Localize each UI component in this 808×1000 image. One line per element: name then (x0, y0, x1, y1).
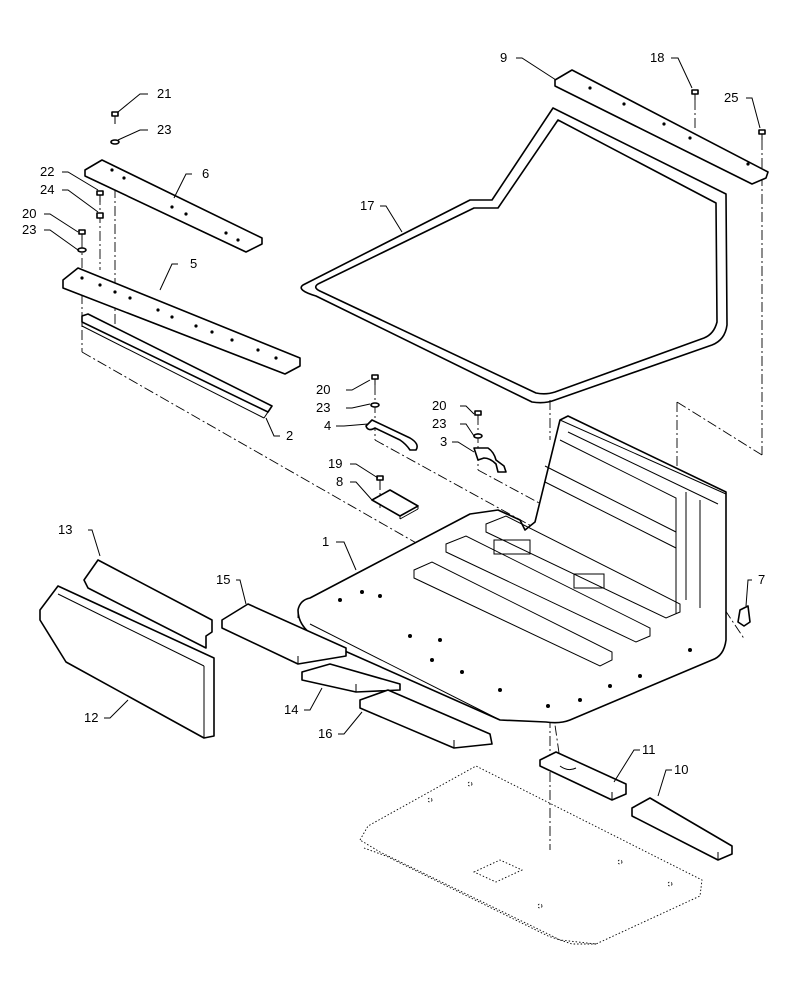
foam-strip-part-15 (221, 603, 347, 665)
callout-21: 21 (157, 86, 171, 101)
callout-23: 23 (22, 222, 36, 237)
callout-3: 3 (440, 434, 447, 449)
callout-14: 14 (284, 702, 298, 717)
cover-plate-part-8 (371, 489, 419, 520)
window-seal-part-17 (300, 107, 728, 404)
angle-strip-part-2 (81, 313, 273, 419)
floor-mat-outline (359, 765, 703, 945)
strip-part-9 (554, 69, 769, 185)
callout-24: 24 (40, 182, 54, 197)
bracket-part-4 (365, 419, 418, 451)
block-part-11 (539, 751, 627, 801)
callout-25: 25 (724, 90, 738, 105)
callout-23: 23 (316, 400, 330, 415)
callout-15: 15 (216, 572, 230, 587)
bolt-21 (111, 111, 119, 124)
callout-16: 16 (318, 726, 332, 741)
callout-leaders (44, 57, 761, 797)
callout-20: 20 (316, 382, 330, 397)
washer-23-upper (110, 139, 120, 145)
callout-4: 4 (324, 418, 331, 433)
washer-23-left (77, 247, 87, 253)
callout-6: 6 (202, 166, 209, 181)
bolt-25 (758, 129, 766, 140)
foam-strip-part-14 (301, 663, 401, 693)
bolt-20-right (474, 410, 482, 420)
callout-8: 8 (336, 474, 343, 489)
callout-7: 7 (758, 572, 765, 587)
callout-13: 13 (58, 522, 72, 537)
strip-part-10 (631, 797, 733, 861)
bolt-20-middle (371, 374, 379, 385)
callout-12: 12 (84, 710, 98, 725)
callout-labels: 21 23 6 22 24 20 23 5 2 9 18 25 17 20 23… (22, 50, 765, 777)
callout-10: 10 (674, 762, 688, 777)
bracket-part-3 (473, 447, 507, 473)
callout-23: 23 (432, 416, 446, 431)
foam-strip-part-16 (359, 689, 493, 749)
bolt-19 (376, 475, 384, 490)
bracket-part-7 (737, 605, 751, 627)
plate-part-5 (62, 267, 301, 375)
callout-22: 22 (40, 164, 54, 179)
plate-part-6 (84, 159, 263, 253)
callout-2: 2 (286, 428, 293, 443)
callout-17: 17 (360, 198, 374, 213)
callout-20: 20 (432, 398, 446, 413)
callout-18: 18 (650, 50, 664, 65)
callout-1: 1 (322, 534, 329, 549)
callout-19: 19 (328, 456, 342, 471)
callout-9: 9 (500, 50, 507, 65)
washer-24 (96, 212, 104, 219)
callout-23: 23 (157, 122, 171, 137)
bolt-20-left (78, 229, 86, 240)
washer-23-middle (370, 402, 380, 408)
callout-11: 11 (642, 742, 656, 757)
callout-20: 20 (22, 206, 36, 221)
panel-part-12 (39, 585, 215, 739)
bolt-18 (691, 89, 699, 100)
washer-23-right (473, 433, 483, 439)
bolt-22 (96, 190, 104, 202)
callout-5: 5 (190, 256, 197, 271)
